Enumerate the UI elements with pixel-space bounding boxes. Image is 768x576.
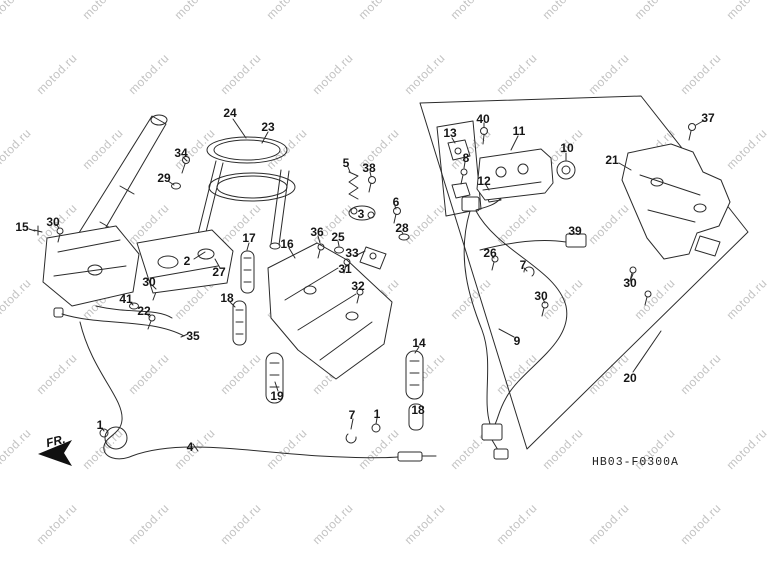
leader-lines [28, 118, 704, 452]
clamp-rings [206, 136, 296, 202]
fr-arrow-icon [38, 440, 72, 466]
switch-housing [476, 148, 554, 201]
fork-bridge [136, 229, 234, 294]
holder-plate [267, 242, 393, 380]
spring [348, 171, 359, 200]
assembly-boundary [419, 95, 749, 450]
throttle-cable [79, 321, 399, 460]
diagram-code: HB03-F0300A [592, 456, 679, 469]
wire-harness [463, 210, 491, 425]
meter-bracket [621, 143, 731, 260]
